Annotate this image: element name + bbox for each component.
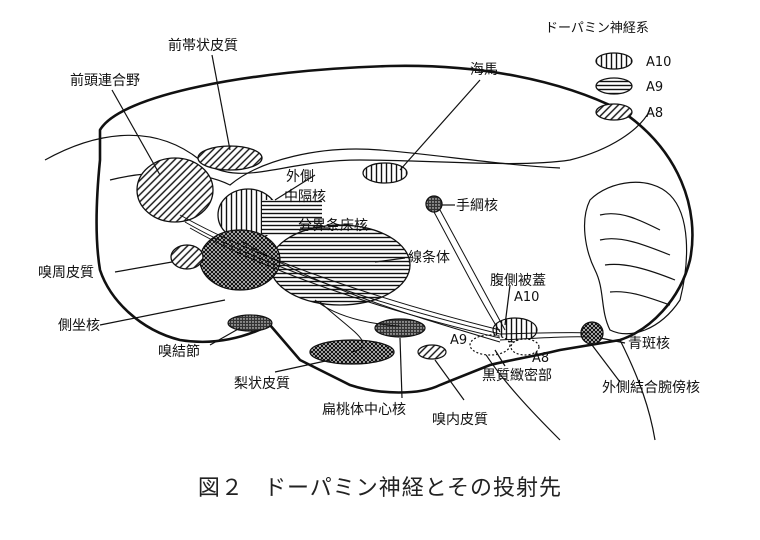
label-piriform: 梨状皮質 bbox=[234, 376, 290, 392]
label-a8: A8 bbox=[532, 351, 549, 366]
region-amygdala bbox=[374, 318, 426, 338]
legend-label-a9: A9 bbox=[646, 80, 663, 95]
region-habenula bbox=[425, 195, 443, 213]
label-habenula: 手綱核 bbox=[456, 198, 498, 214]
label-septal-nucleus: 中隔核 bbox=[284, 189, 326, 205]
region-hippocampus bbox=[362, 162, 408, 184]
region-entorhinal bbox=[417, 344, 447, 360]
legend-label-a10: A10 bbox=[646, 55, 671, 70]
brainstem-outline bbox=[479, 339, 656, 441]
legend-swatch-a8 bbox=[595, 103, 633, 121]
label-prefrontal: 前頭連合野 bbox=[70, 72, 140, 89]
label-amygdala: 扁桃体中心核 bbox=[322, 402, 406, 418]
cerebellum bbox=[584, 181, 688, 335]
legend-label-a8: A8 bbox=[646, 106, 663, 121]
label-anterior-cingulate: 前帯状皮質 bbox=[168, 37, 238, 54]
legend: ドーパミン神経系 A10 A9 A8 bbox=[545, 21, 671, 121]
cortex-inner-line bbox=[44, 109, 651, 174]
legend-title: ドーパミン神経系 bbox=[545, 21, 649, 36]
label-accumbens: 側坐核 bbox=[58, 318, 100, 334]
leader-lines bbox=[99, 54, 626, 401]
label-vta: 腹側被蓋 bbox=[490, 272, 546, 289]
figure-number: 図２ bbox=[197, 476, 244, 501]
figure-title: ドーパミン神経とその投射先 bbox=[263, 476, 563, 501]
figure-caption: 図２ ドーパミン神経とその投射先 bbox=[0, 470, 760, 502]
region-sn-a9 bbox=[469, 334, 511, 356]
label-bnst: 分界条床核 bbox=[298, 217, 368, 234]
label-lateral: 外側 bbox=[286, 169, 314, 185]
region-olfactory-tubercle bbox=[227, 314, 273, 332]
label-a9: A9 bbox=[450, 333, 467, 348]
label-striatum: 線条体 bbox=[408, 249, 450, 266]
dopamine-pathway-diagram: ドーパミン神経系 A10 A9 A8 前帯状皮質 前頭連合野 海馬 外側 中隔核… bbox=[38, 21, 700, 441]
label-substantia-nigra: 黒質緻密部 bbox=[482, 367, 552, 384]
region-perirhinal bbox=[170, 244, 204, 270]
region-accumbens bbox=[199, 229, 281, 291]
label-olfactory-tubercle: 嗅結節 bbox=[158, 343, 200, 360]
label-locus-coeruleus: 青斑核 bbox=[628, 336, 670, 352]
region-prefrontal bbox=[136, 157, 214, 223]
label-parabrachial: 外側結合腕傍核 bbox=[602, 379, 700, 396]
label-entorhinal: 嗅内皮質 bbox=[432, 412, 488, 428]
projection-fibers bbox=[179, 209, 591, 353]
region-anterior-cingulate bbox=[197, 145, 263, 171]
label-perirhinal: 嗅周皮質 bbox=[38, 265, 94, 281]
label-hippocampus: 海馬 bbox=[470, 62, 498, 78]
label-a10: A10 bbox=[514, 290, 539, 305]
legend-swatch-a10 bbox=[595, 52, 633, 70]
legend-swatch-a9 bbox=[595, 77, 633, 95]
